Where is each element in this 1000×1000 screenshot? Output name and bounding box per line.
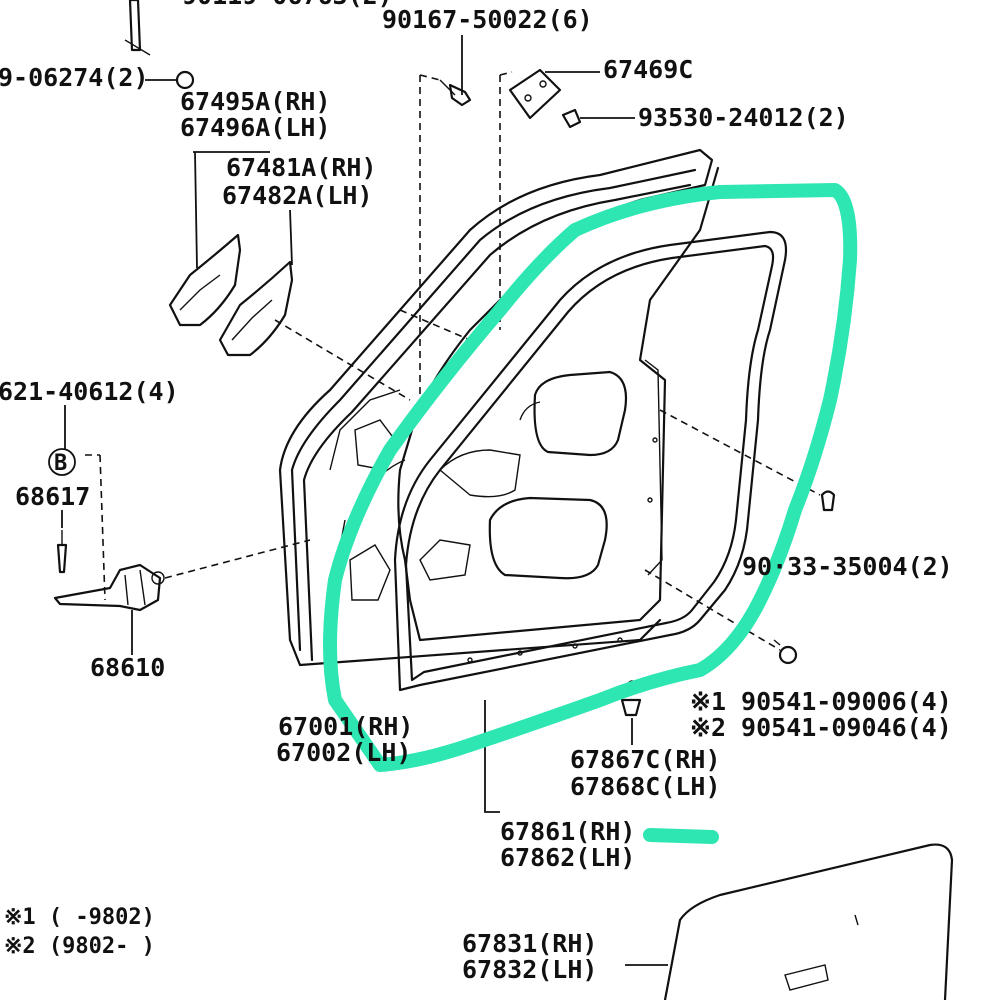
- label-93530: 93530-24012(2): [638, 103, 849, 132]
- door-trim-panel: [663, 843, 954, 1000]
- label-67496a: 67496A(LH): [180, 113, 331, 142]
- bracket-67469c: [508, 68, 562, 120]
- highlight-marker: [323, 183, 858, 844]
- label-67001: 67001(RH): [278, 712, 413, 741]
- label-90167: 90167-50022(6): [382, 5, 593, 34]
- note-1: ※1 ( -9802): [4, 905, 155, 930]
- label-67469c: 67469C: [603, 55, 693, 84]
- clip-90033: [820, 490, 836, 512]
- label-67867c: 67867C(RH): [570, 745, 721, 774]
- callout-b: B: [48, 448, 76, 476]
- label-06274: 9-06274(2): [0, 63, 149, 92]
- label-67862: 67862(LH): [500, 843, 635, 872]
- dashed-leaders: [85, 71, 821, 651]
- label-67002: 67002(LH): [276, 738, 411, 767]
- note-2: ※2 (9802- ): [4, 934, 155, 959]
- mirror-cover-left: [168, 233, 242, 327]
- label-67495a: 67495A(RH): [180, 87, 331, 116]
- label-40612: 621-40612(4): [0, 377, 179, 406]
- label-35004: 90·33-35004(2): [742, 552, 953, 581]
- label-67481a: 67481A(RH): [226, 153, 377, 182]
- door-hinge: [53, 563, 165, 612]
- label-67861: 67861(RH): [500, 817, 635, 846]
- part-labels: 90119-06763(2) 90167-50022(6) 67469C 935…: [0, 0, 953, 984]
- screw-90167: [439, 79, 472, 107]
- label-68617: 68617: [15, 482, 90, 511]
- mirror-cover-right: [218, 260, 294, 357]
- label-68610: 68610: [90, 653, 165, 682]
- label-67831: 67831(RH): [462, 929, 597, 958]
- hinge-pin: [56, 530, 68, 574]
- clip-90541: [773, 639, 798, 665]
- label-67868c: 67868C(LH): [570, 772, 721, 801]
- label-67832: 67832(LH): [462, 955, 597, 984]
- screw-93530: [561, 108, 582, 129]
- label-09046: ※2 90541-09046(4): [690, 713, 952, 742]
- label-top-cut: 90119-06763(2): [182, 0, 393, 10]
- label-67482a: 67482A(LH): [222, 181, 373, 210]
- callout-b-label: B: [54, 451, 67, 476]
- label-09006: ※1 90541-09006(4): [690, 687, 952, 716]
